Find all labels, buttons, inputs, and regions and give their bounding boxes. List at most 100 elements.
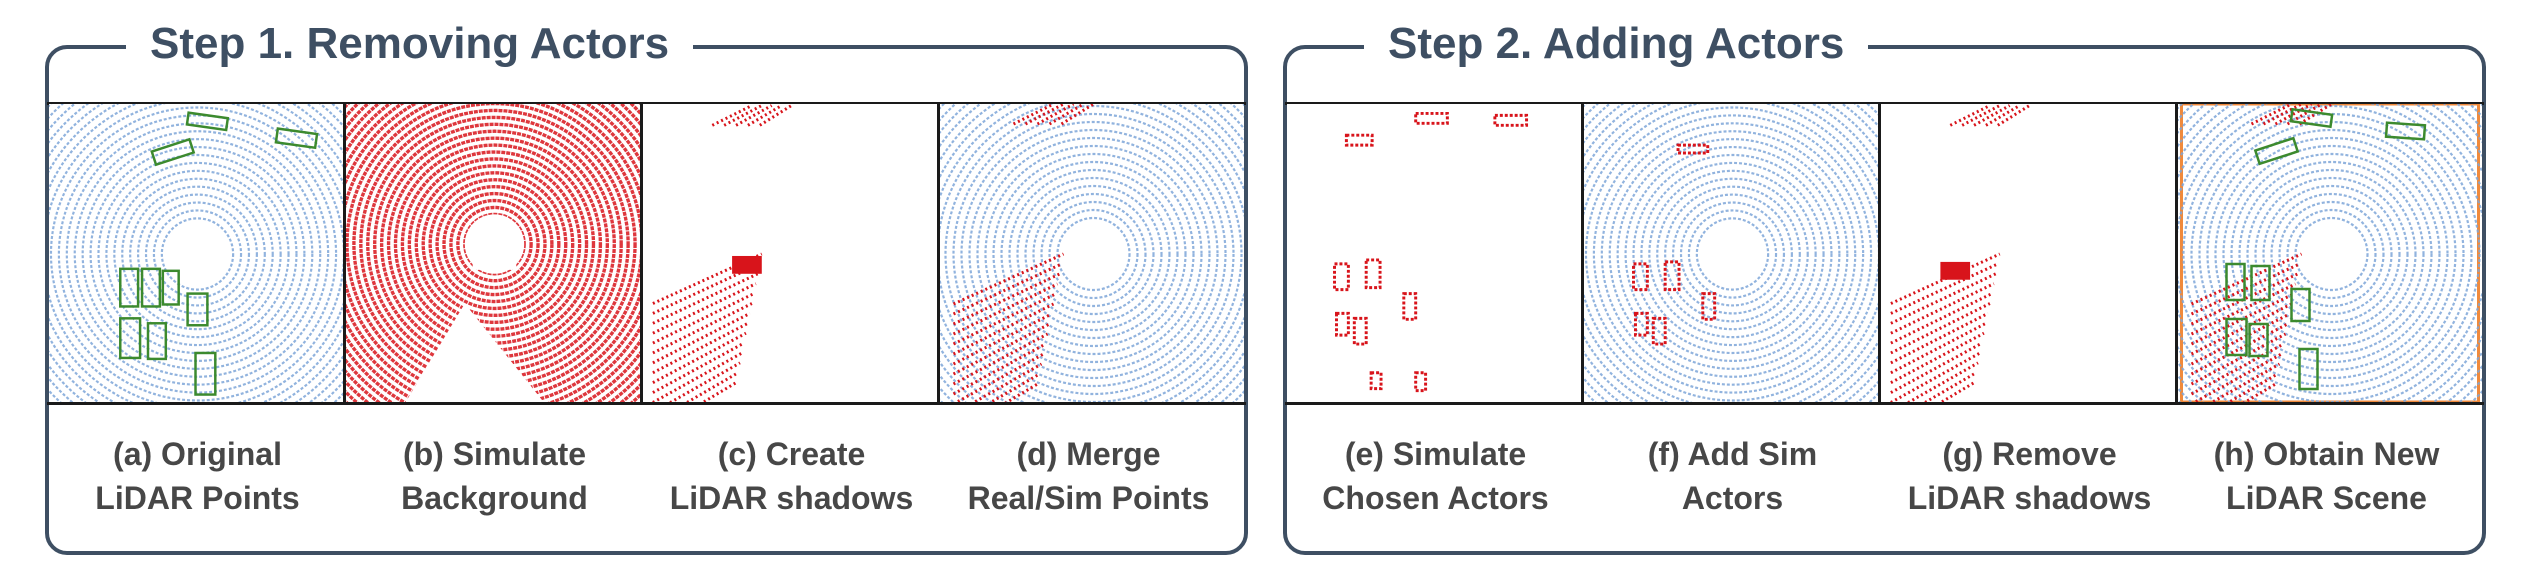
panel-f — [1584, 104, 1881, 402]
scan-ring — [435, 184, 554, 304]
panel-d — [940, 104, 1244, 402]
caption-g-line2: LiDAR shadows — [1907, 480, 2152, 516]
scan-ring — [1048, 208, 1139, 300]
shadow-scanline — [1938, 381, 1975, 402]
scan-ring — [2270, 192, 2393, 316]
real-point-rings — [1584, 104, 1878, 402]
scan-ring — [2294, 216, 2369, 292]
shadow-scanline — [723, 104, 763, 127]
final-scene-border — [2180, 104, 2480, 402]
shadow-scanline — [2298, 104, 2333, 126]
shadow-core — [1940, 261, 1971, 280]
scan-ring — [65, 122, 330, 386]
shadow-scanline — [952, 252, 1065, 306]
scan-ring — [400, 150, 589, 338]
scan-ring — [968, 128, 1219, 380]
merged-sim-shadow-points — [952, 104, 1095, 402]
scan-ring — [960, 120, 1227, 388]
caption-h-line2: LiDAR Scene — [2226, 480, 2427, 516]
scan-ring — [137, 193, 258, 315]
scan-ring — [2182, 104, 2481, 402]
actor-points — [1364, 258, 1382, 290]
shadow-scanline — [1906, 361, 1979, 402]
shadow-scanline — [2209, 362, 2281, 402]
scan-ring — [1648, 169, 1817, 339]
step-2-frame — [1283, 45, 2486, 555]
shadow-scanline — [2190, 282, 2297, 336]
scan-ring — [1624, 145, 1841, 362]
sim-actor — [1701, 292, 1717, 321]
shadow-scanline — [2274, 104, 2313, 126]
actor-box — [274, 127, 319, 150]
shadow-scanline — [952, 302, 1055, 356]
shadow-scanline — [747, 104, 783, 127]
shadow-scanline — [652, 321, 749, 375]
caption-d: (d) Merge Real/Sim Points — [940, 432, 1237, 520]
scan-ring — [57, 114, 338, 394]
ego-vehicle-gap-notch — [2309, 250, 2354, 280]
scan-ring — [984, 144, 1203, 364]
sim-actor — [1493, 113, 1529, 127]
shadow-scanline — [2262, 104, 2303, 126]
shadow-scanline — [668, 361, 741, 402]
actor-box — [140, 267, 162, 308]
shadow-scanline — [1024, 104, 1065, 126]
actor-points — [1352, 316, 1368, 346]
scan-ring — [2254, 176, 2409, 332]
caption-b-line1: (b) Simulate — [402, 436, 587, 472]
shadow-core — [732, 255, 762, 274]
scan-ring — [2222, 144, 2441, 364]
caption-c-line1: (c) Create — [717, 436, 866, 472]
panel-g-plot — [1890, 104, 2031, 402]
sim-actor — [1414, 111, 1449, 125]
sim-actor — [1663, 260, 1681, 292]
shadow-scanline — [1949, 104, 1991, 127]
actor-box — [2250, 264, 2271, 302]
scan-ring — [2262, 184, 2401, 324]
caption-c: (c) Create LiDAR shadows — [643, 432, 940, 520]
panel-b-plot — [346, 104, 640, 402]
panel-e-plot — [1333, 111, 1529, 393]
actor-box — [161, 269, 180, 306]
shadow-scanline — [2192, 352, 2283, 402]
actor-points — [1663, 260, 1681, 292]
shadow-scanline — [652, 292, 755, 345]
scan-ring — [1008, 168, 1179, 340]
shadow-scanline — [1997, 104, 2031, 127]
step-1-strip-top-line — [47, 102, 1246, 105]
actor-box — [186, 292, 209, 327]
caption-e: (e) Simulate Chosen Actors — [1287, 432, 1584, 520]
panel-c — [643, 104, 940, 402]
scan-ring — [1640, 161, 1825, 347]
panel-h-plot — [2178, 104, 2482, 402]
actor-points — [1676, 143, 1710, 155]
caption-e-line2: Chosen Actors — [1322, 480, 1549, 516]
scan-ring — [144, 201, 251, 307]
actor-box — [146, 322, 168, 361]
caption-e-line1: (e) Simulate — [1344, 436, 1527, 472]
shadow-scanline — [700, 381, 737, 402]
shadow-scanline — [952, 282, 1059, 336]
scan-ring — [1632, 153, 1833, 355]
scan-ring — [428, 178, 561, 311]
scan-ring — [2190, 112, 2473, 396]
scan-ring — [456, 205, 533, 283]
shadow-scanline — [652, 351, 743, 402]
shadow-scanline — [2190, 252, 2303, 306]
scan-ring — [89, 145, 306, 362]
sim-actor — [1335, 311, 1350, 337]
scan-ring — [1600, 122, 1865, 386]
caption-h: (h) Obtain New LiDAR Scene — [2178, 432, 2475, 520]
actor-points — [1402, 292, 1418, 321]
shadow-scanline — [1890, 292, 1993, 345]
caption-a: (a) Original LiDAR Points — [49, 432, 346, 520]
sim-actor — [1676, 143, 1710, 155]
scan-ring — [129, 185, 266, 323]
scan-ring — [121, 177, 274, 331]
lidar-shadow-points — [652, 104, 793, 402]
scan-ring — [373, 122, 616, 366]
scan-ring — [2238, 160, 2425, 348]
actor-box — [2289, 107, 2334, 129]
caption-g-line1: (g) Remove — [1942, 436, 2117, 472]
real-point-rings — [49, 104, 343, 402]
